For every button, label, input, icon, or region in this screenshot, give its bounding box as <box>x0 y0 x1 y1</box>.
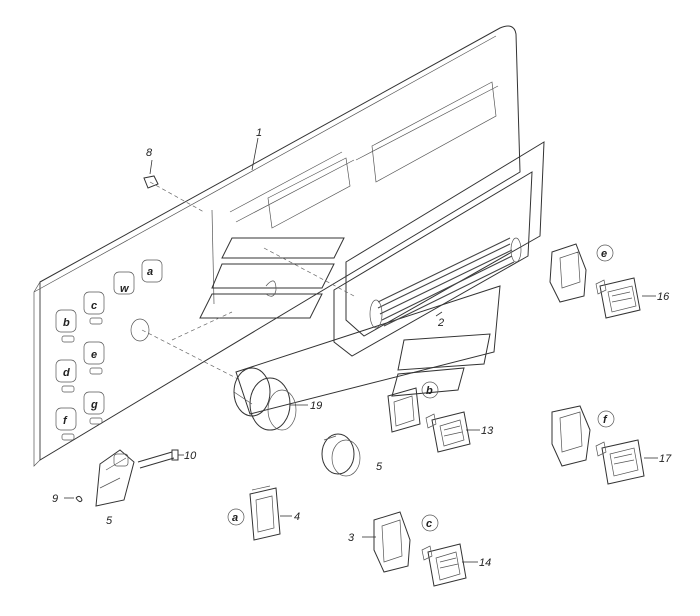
frame-4 <box>249 485 281 541</box>
panel-letter-w: w <box>120 283 130 295</box>
switch-16 <box>595 277 641 319</box>
callout-2: 2 <box>437 317 444 329</box>
switch-14 <box>421 543 467 587</box>
screw-9 <box>75 495 83 503</box>
panel-letter-g: g <box>90 399 98 411</box>
round-socket-19 <box>233 367 297 431</box>
callout-13: 13 <box>481 425 494 437</box>
panel-letter-f: f <box>63 415 68 427</box>
callout-17: 17 <box>659 453 672 465</box>
switch-housing-e <box>549 243 587 303</box>
clip-8 <box>143 175 159 189</box>
switch-letter-a: a <box>232 512 238 524</box>
switch-housing-b <box>387 387 421 433</box>
callout-4: 4 <box>294 511 300 523</box>
knob-5 <box>321 433 361 477</box>
callout-8: 8 <box>146 147 153 159</box>
bolt-10 <box>137 449 179 469</box>
switch-letter-b: b <box>426 385 433 397</box>
switch-letter-e: e <box>601 248 607 260</box>
switch-letter-circles <box>227 244 615 532</box>
panel-letter-d: d <box>63 367 70 379</box>
switch-housing-3 <box>373 511 411 573</box>
panel-letter-e: e <box>91 349 97 361</box>
bracket-6 <box>95 449 135 507</box>
callout-14: 14 <box>479 557 491 569</box>
panel-letter-c: c <box>91 300 97 312</box>
switch-13 <box>425 411 471 453</box>
switch-letter-c: c <box>426 518 432 530</box>
callout-16: 16 <box>657 291 670 303</box>
panel-letter-a: a <box>147 266 153 278</box>
switch-17 <box>595 439 645 485</box>
callout-5-knob: 5 <box>376 461 383 473</box>
instrument-panel <box>33 25 521 467</box>
overlay-film <box>199 141 545 415</box>
switch-housing-f <box>551 405 591 467</box>
assembly-lines <box>141 181 355 381</box>
callout-5-bracket: 5 <box>106 515 113 527</box>
panel-letter-b: b <box>63 317 70 329</box>
callout-9: 9 <box>52 493 58 505</box>
switch-letter-f: f <box>603 414 608 426</box>
callout-10: 10 <box>184 450 197 462</box>
callout-3: 3 <box>348 532 355 544</box>
callout-1: 1 <box>256 127 262 139</box>
leader-lines <box>64 137 658 563</box>
callout-19: 19 <box>310 400 322 412</box>
